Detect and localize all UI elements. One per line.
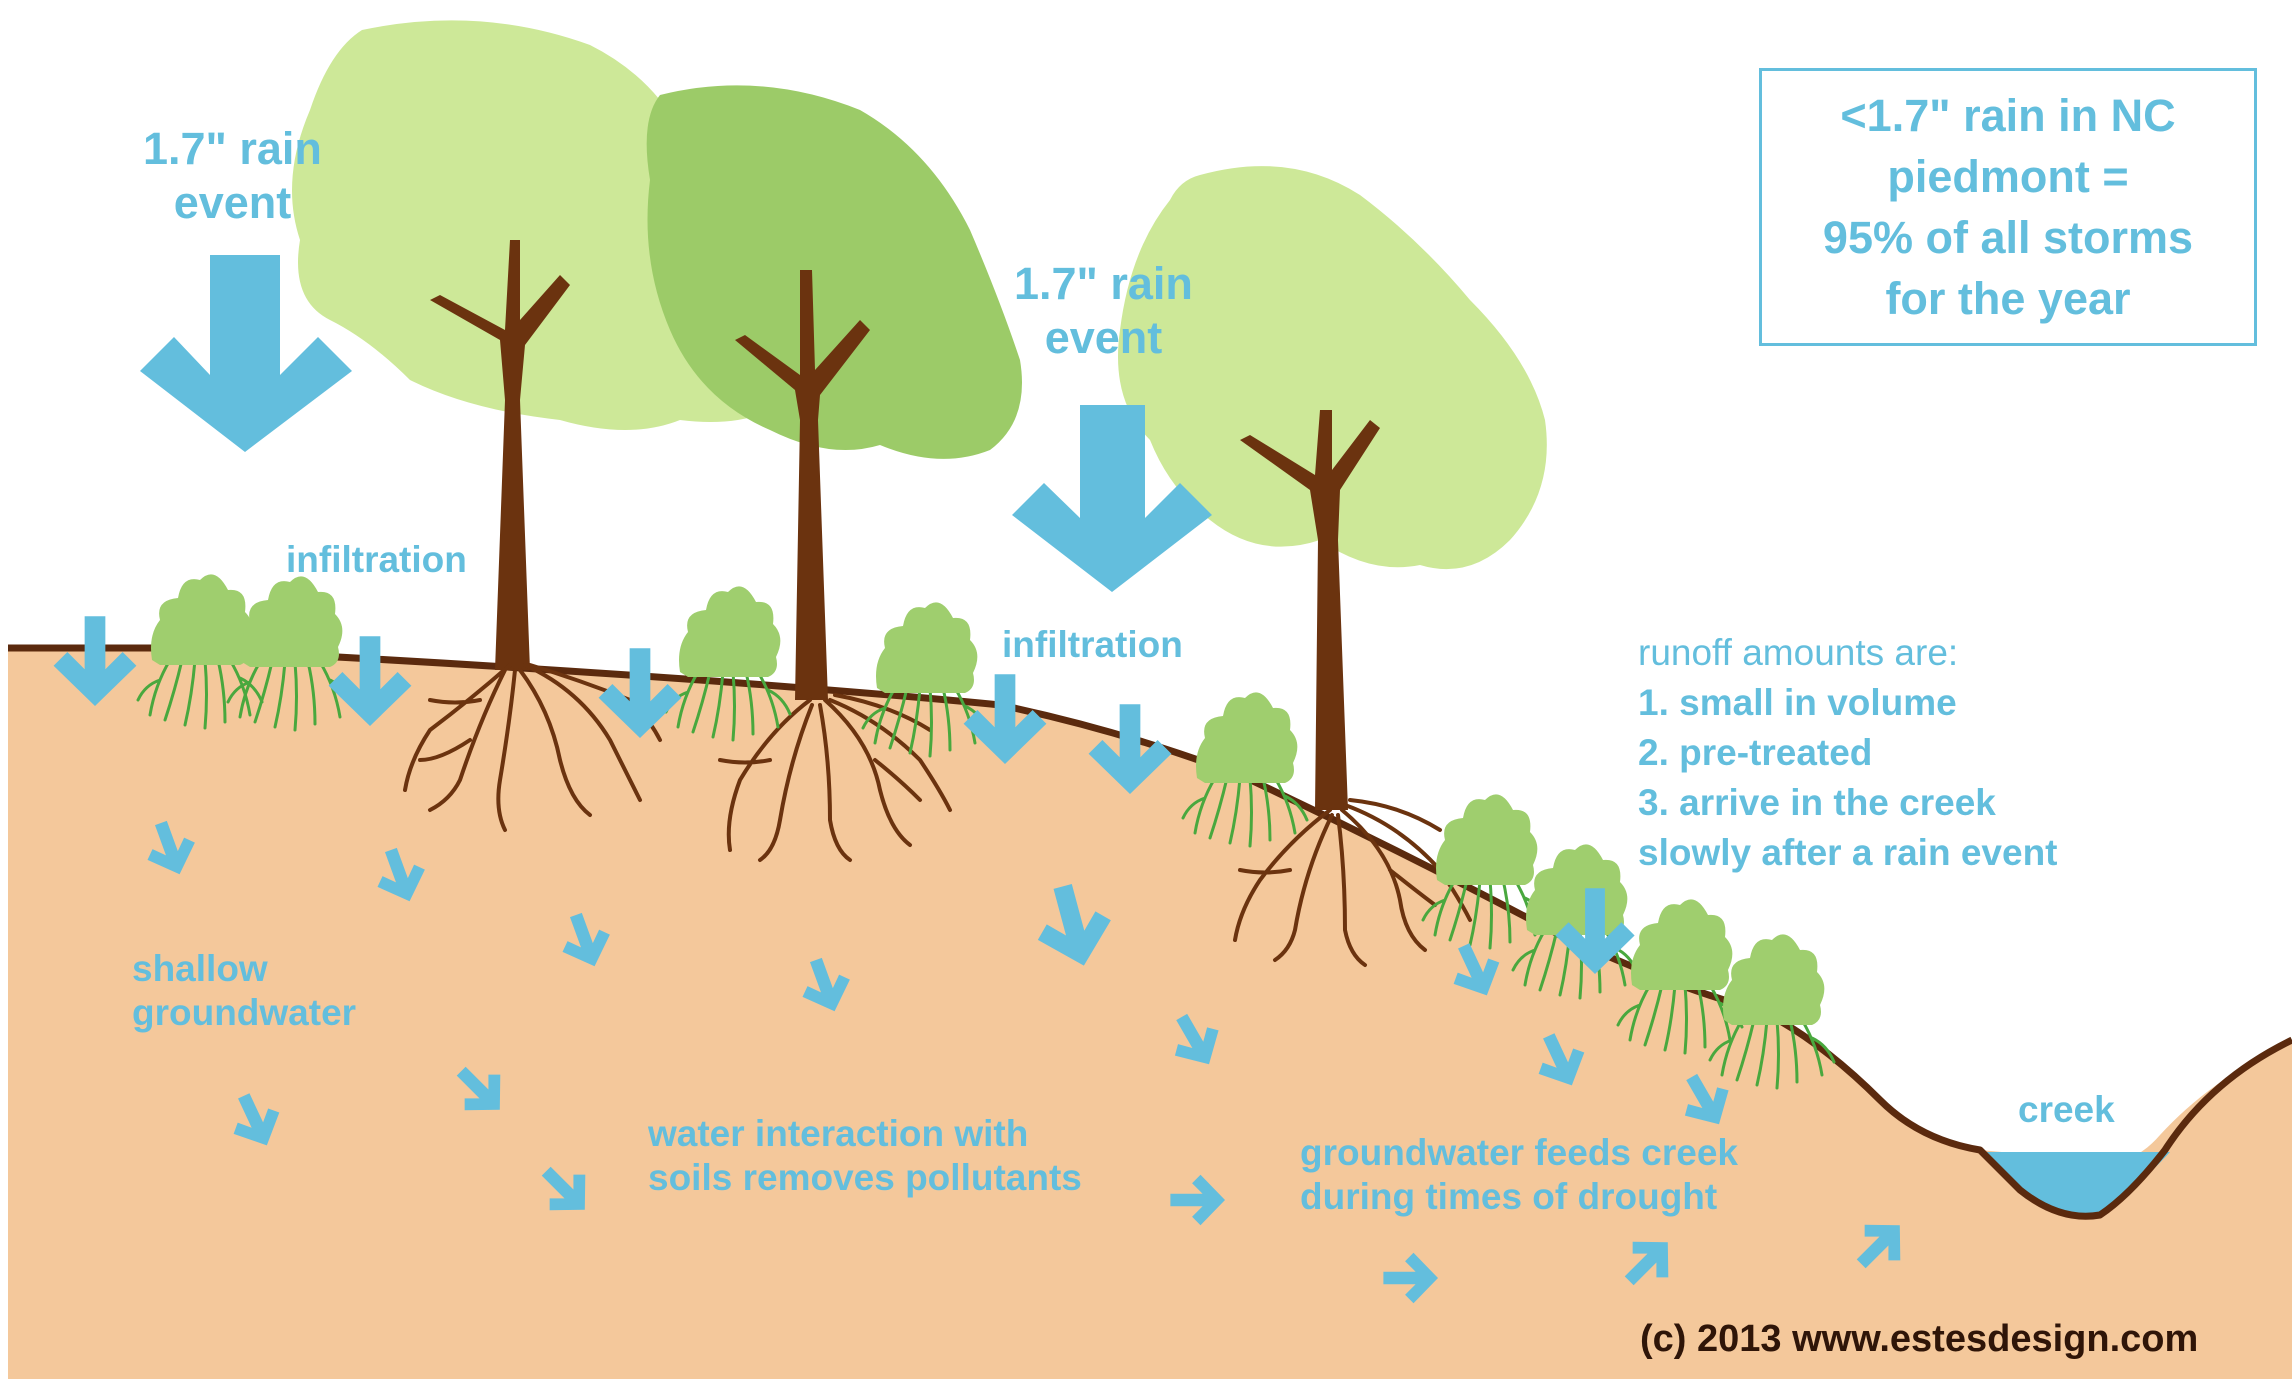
- tree-canopies: [292, 20, 1547, 570]
- rain-event-label-right: 1.7" rain event: [1014, 258, 1193, 363]
- groundwater-arrow-icon: [147, 820, 195, 875]
- shrub-icon: [664, 586, 792, 742]
- infiltration-arrow-icon: [1088, 704, 1172, 794]
- trunk-left: [430, 240, 570, 670]
- shrubs: [136, 574, 1836, 1090]
- groundwater-arrow-icon: [1624, 1241, 1669, 1286]
- groundwater-arrow-icon: [1453, 943, 1500, 996]
- trunk-right: [1240, 410, 1380, 810]
- creek-water: [1985, 1152, 2170, 1219]
- trunk-middle: [735, 270, 870, 700]
- infiltration-arrow-icon: [1555, 888, 1635, 974]
- infiltration-arrow-icon: [53, 616, 137, 706]
- groundwater-arrow-icon: [1538, 1033, 1585, 1086]
- shallow-groundwater-label: shallow groundwater: [132, 948, 357, 1034]
- runoff-item: slowly after a rain event: [1638, 832, 2058, 873]
- groundwater-arrow-icon: [1383, 1252, 1438, 1304]
- groundwater-arrow-icon: [377, 847, 425, 902]
- groundwater-arrow-icon: [456, 1066, 501, 1111]
- infiltration-arrow-icon: [328, 636, 412, 726]
- groundwater-arrow-icon: [1684, 1073, 1729, 1125]
- groundwater-arrow-icon: [1170, 1174, 1225, 1226]
- groundwater-feeds-creek-label: groundwater feeds creek during times of …: [1300, 1132, 1738, 1218]
- water-interaction-label: water interaction with soils removes pol…: [648, 1113, 1082, 1199]
- water-arrows: [53, 255, 1901, 1304]
- shrub-icon: [861, 602, 989, 758]
- groundwater-arrow-icon: [1856, 1224, 1901, 1269]
- groundwater-arrow-icon: [1174, 1013, 1219, 1065]
- runoff-heading: runoff amounts are:: [1638, 632, 1959, 673]
- runoff-list: runoff amounts are: 1. small in volume 2…: [1638, 628, 2058, 878]
- infiltration-arrow-icon: [963, 674, 1047, 764]
- runoff-item: 2. pre-treated: [1638, 732, 1873, 773]
- rain-arrow-icon: [140, 255, 352, 452]
- infiltration-arrow-icon: [598, 648, 682, 738]
- canopy-right: [1118, 166, 1547, 570]
- infiltration-label-right: infiltration: [1002, 624, 1183, 665]
- groundwater-arrow-icon: [233, 1093, 280, 1146]
- infiltration-label-left: infiltration: [286, 539, 467, 580]
- infiltration-arrow-icon: [1037, 884, 1111, 966]
- rain-statistic-callout: <1.7" rain in NC piedmont = 95% of all s…: [1759, 68, 2257, 346]
- rain-arrow-icon: [1012, 405, 1212, 592]
- shrub-icon: [1181, 692, 1309, 848]
- groundwater-arrow-icon: [802, 957, 850, 1012]
- tree-trunks: [430, 240, 1380, 810]
- rain-event-label-left: 1.7" rain event: [143, 123, 322, 228]
- shrub-icon: [1616, 899, 1744, 1055]
- creek-label: creek: [2018, 1089, 2115, 1130]
- runoff-item: 1. small in volume: [1638, 682, 1957, 723]
- canopy-middle: [646, 85, 1022, 459]
- runoff-item: 3. arrive in the creek: [1638, 782, 1996, 823]
- shrub-icon: [1708, 934, 1836, 1090]
- groundwater-arrow-icon: [541, 1166, 586, 1211]
- groundwater-arrow-icon: [562, 912, 610, 967]
- copyright-credit: (c) 2013 www.estesdesign.com: [1640, 1318, 2199, 1360]
